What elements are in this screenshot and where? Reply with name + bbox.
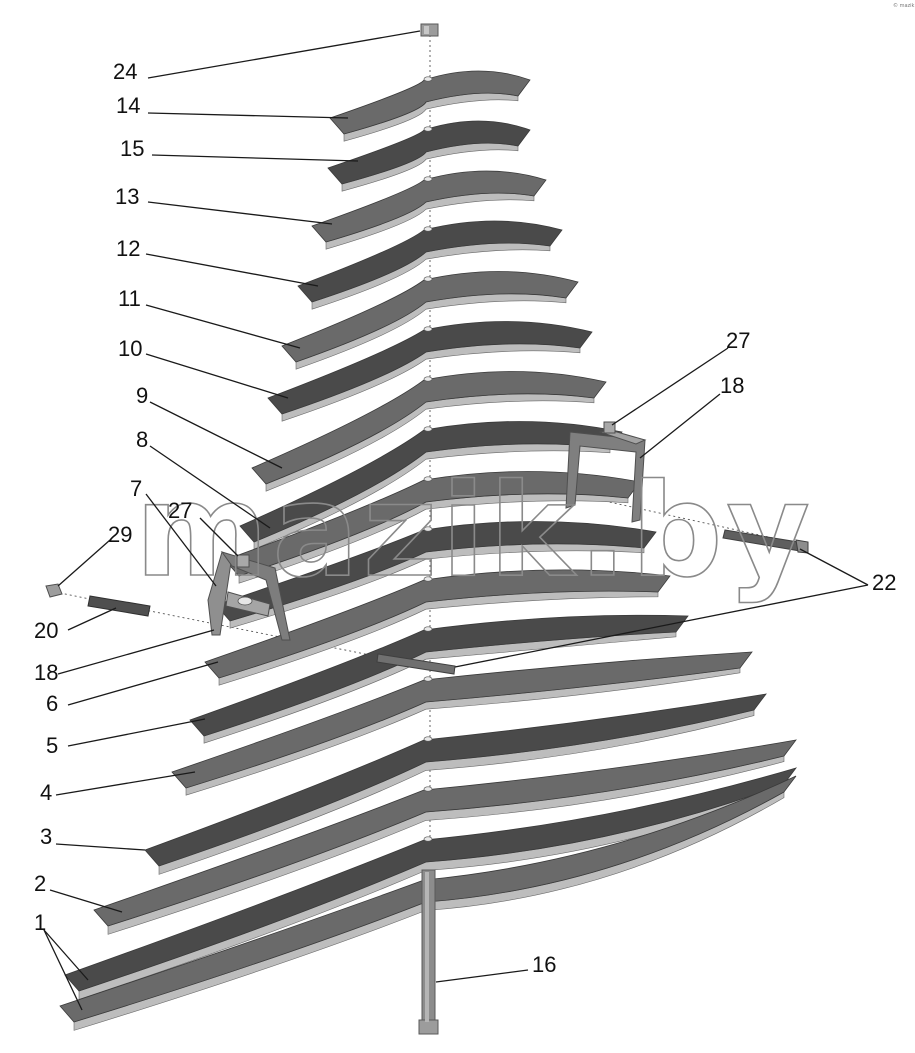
spacer-bolt-center: [376, 653, 456, 675]
leaf-13-center-hole: [423, 176, 433, 182]
label-20: 20: [34, 618, 58, 643]
label-3: 3: [40, 824, 52, 849]
leaf-9-center-hole: [423, 376, 433, 382]
clip-bolt-left: [87, 595, 151, 617]
leaf-2-center-hole: [423, 786, 433, 792]
label-27-right: 27: [726, 328, 750, 353]
leaf-7-center-hole: [423, 476, 433, 482]
leaf-10-center-hole: [423, 326, 433, 332]
label-15: 15: [120, 136, 144, 161]
leaf-11-top: [281, 271, 579, 363]
label-14: 14: [116, 93, 140, 118]
leaf-12-top: [297, 220, 563, 303]
leaf-10-top: [267, 321, 593, 415]
leaf-3-center-hole: [423, 736, 433, 742]
label-12: 12: [116, 236, 140, 261]
label-18-right: 18: [720, 373, 744, 398]
label-10: 10: [118, 336, 142, 361]
leaf-15-top: [327, 120, 531, 185]
label-22: 22: [872, 570, 896, 595]
label-11: 11: [118, 286, 141, 311]
leaf-5-center-hole: [423, 626, 433, 632]
label-29: 29: [108, 522, 132, 547]
leaf-12-center-hole: [423, 226, 433, 232]
center-bolt: [418, 869, 439, 1035]
leaf-5-top: [189, 614, 689, 737]
label-9: 9: [136, 383, 148, 408]
label-7: 7: [130, 476, 142, 501]
leaf-8-center-hole: [423, 426, 433, 432]
clip-bolt-nut: [45, 583, 63, 598]
leaf-11-center-hole: [423, 276, 433, 282]
part-labels: 24 14 15 13 12 11 10 9 8 7 27 29 20 18 6…: [34, 59, 896, 977]
leaf-4-top: [171, 651, 753, 789]
watermark: mazik.by: [135, 457, 814, 606]
leaf-13-top: [311, 170, 547, 243]
spacer-bolt-right: [722, 529, 809, 554]
label-5: 5: [46, 733, 58, 758]
label-6: 6: [46, 691, 58, 716]
label-4: 4: [40, 780, 52, 805]
label-2: 2: [34, 871, 46, 896]
leaf-14-top: [329, 70, 531, 135]
label-1: 1: [34, 910, 46, 935]
leaf-6-top: [204, 569, 671, 679]
label-27-left: 27: [168, 498, 192, 523]
leaf-6b-center-hole: [423, 526, 433, 532]
label-24: 24: [113, 59, 137, 84]
label-13: 13: [115, 184, 139, 209]
leaf-1a-center-hole: [423, 836, 433, 842]
center-nut: [420, 23, 439, 37]
leaf-6-center-hole: [423, 576, 433, 582]
clip-nut-left: [236, 554, 250, 568]
rebound-clip-left: [207, 551, 291, 641]
corner-mark: © mazik: [893, 2, 915, 9]
leaf-9-top: [251, 371, 607, 485]
leaf-15-center-hole: [423, 126, 433, 132]
label-18-left: 18: [34, 660, 58, 685]
leader-lines: [43, 30, 869, 1011]
leaf-2-top: [93, 739, 797, 927]
label-8: 8: [136, 427, 148, 452]
leaf-3-top: [144, 693, 767, 867]
leaf-14-center-hole: [423, 76, 433, 82]
clip-nut-right: [603, 421, 616, 434]
leaf-4-center-hole: [423, 676, 433, 682]
label-16: 16: [532, 952, 556, 977]
